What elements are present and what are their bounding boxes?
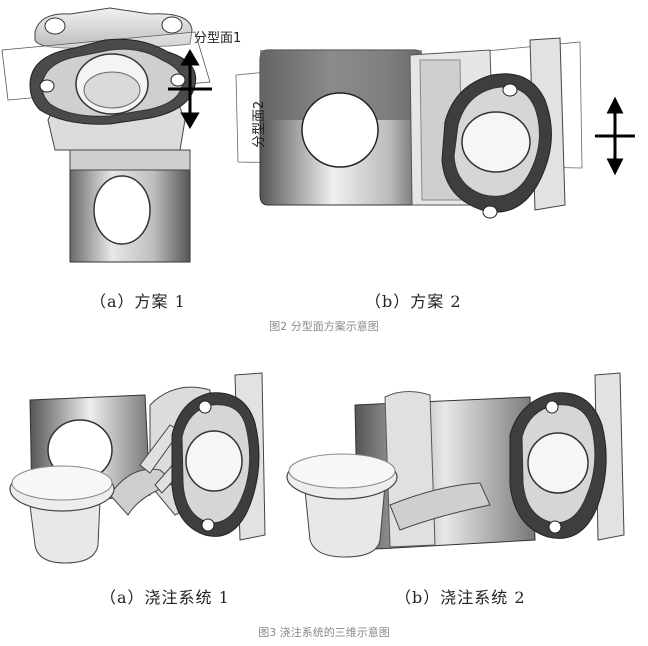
figure3-panel-a-render <box>9 372 266 564</box>
sprue-cup <box>304 484 386 558</box>
figure2-panel-a-render: 分型面1 <box>1 7 241 263</box>
figure3-panel-b-render <box>286 372 625 558</box>
direction-arrow-icon <box>168 49 212 129</box>
figure2-panel-a-caption: （a）方案 1 <box>90 292 186 311</box>
top-flange <box>34 7 193 49</box>
sprue-cup <box>29 499 101 564</box>
plane-label-1: 分型面1 <box>194 31 241 46</box>
figure2-caption: 图2 分型面方案示意图 <box>269 320 379 333</box>
figure2-panel-b-caption: （b）方案 2 <box>365 292 462 311</box>
plane-label-2: 分型面2 <box>252 101 267 148</box>
figure3-caption: 图3 浇注系统的三维示意图 <box>258 626 390 639</box>
figure3-panel-a-caption: （a）浇注系统 1 <box>100 588 230 607</box>
block-bore <box>301 92 379 168</box>
figure3-panel-b-caption: （b）浇注系统 2 <box>395 588 526 607</box>
lower-bore <box>93 175 151 245</box>
direction-arrow-icon <box>595 96 635 176</box>
figure2-panel-b-render: 分型面2 <box>235 37 635 219</box>
